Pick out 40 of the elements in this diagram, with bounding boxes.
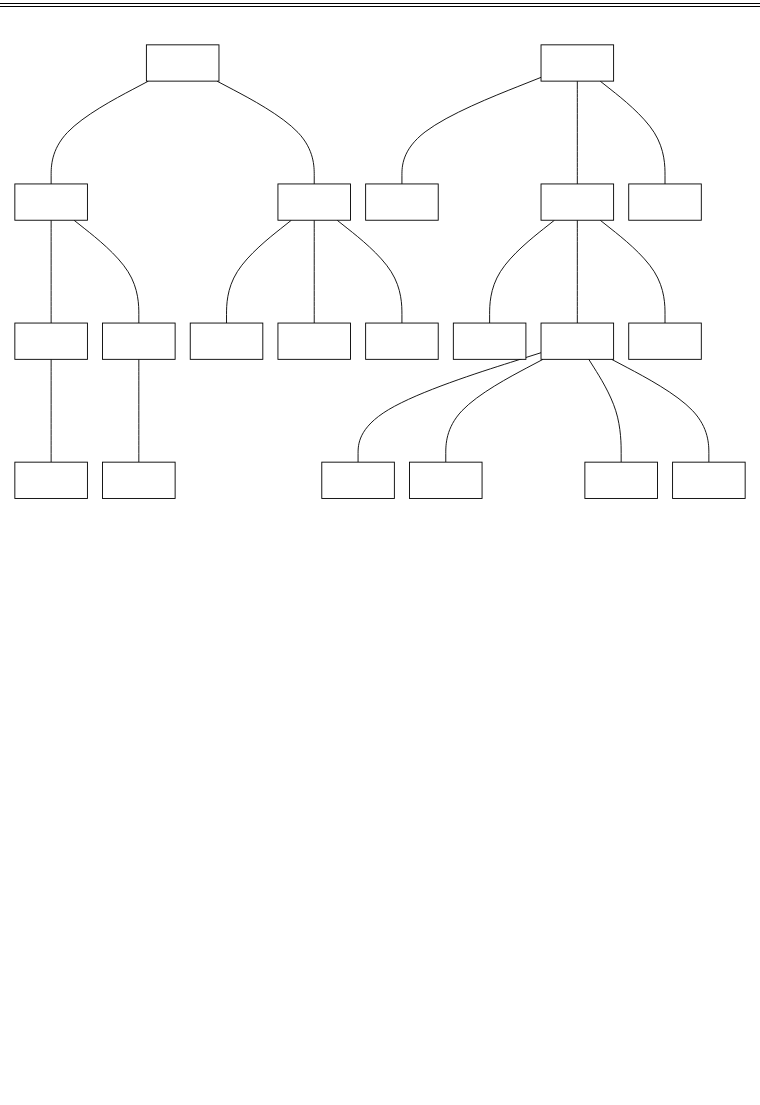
connector-line (216, 80, 315, 185)
connector-line (489, 219, 555, 324)
connector-line (50, 80, 149, 185)
chart-box (14, 183, 88, 221)
connector-line (50, 219, 52, 324)
chart-box (452, 322, 527, 360)
connector-line (226, 219, 292, 324)
connector-line (138, 358, 140, 463)
chart-box (540, 44, 615, 82)
connector-line (599, 80, 666, 185)
chart-box (321, 461, 395, 499)
connector-line (336, 219, 403, 324)
connector-line (401, 76, 542, 185)
chart-box (365, 322, 439, 360)
chart-box (145, 44, 220, 82)
chart-box (409, 461, 483, 499)
chart-box (540, 322, 615, 360)
connector-line (611, 358, 710, 463)
chart-box (189, 322, 264, 360)
connector-line (588, 358, 622, 463)
connector-line (445, 358, 544, 463)
connector-line (576, 219, 578, 324)
chart-box (14, 461, 88, 499)
connector-line (50, 358, 52, 463)
chart-box (102, 322, 176, 360)
chart-box (14, 322, 88, 360)
chart-box (628, 322, 702, 360)
connector-line (357, 352, 542, 463)
chart-box (277, 322, 351, 360)
connector-line (576, 80, 578, 185)
chart-box (365, 183, 439, 221)
connector-line (313, 219, 315, 324)
chart-box (540, 183, 615, 221)
chart-box (628, 183, 702, 221)
chart-box (102, 461, 176, 499)
connector-line (73, 219, 140, 324)
connector-line (599, 219, 666, 324)
chart-box (672, 461, 746, 499)
chart-box (277, 183, 351, 221)
chart-box (584, 461, 658, 499)
